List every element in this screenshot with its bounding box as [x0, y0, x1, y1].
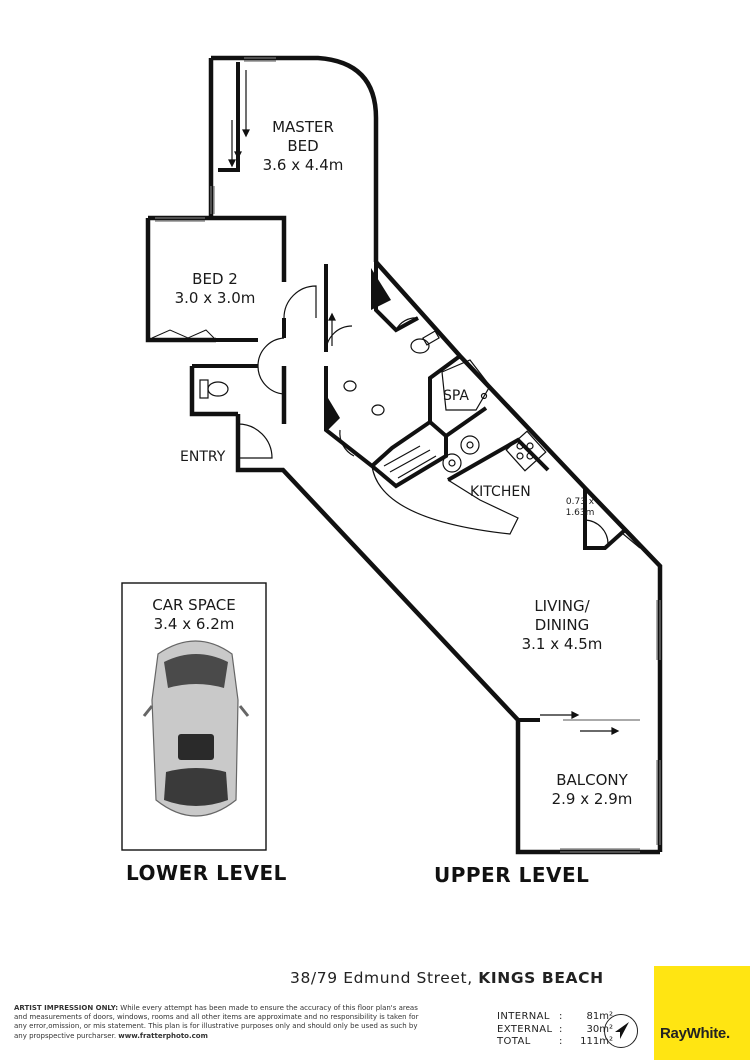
disclaimer: ARTIST IMPRESSION ONLY: While every atte… — [14, 1004, 429, 1041]
kitchen-label: KITCHEN — [470, 484, 531, 500]
sliding-arrows — [228, 70, 620, 735]
wardrobe-doors — [151, 329, 215, 339]
car-space-name: CAR SPACE — [152, 596, 236, 614]
area-value: 81m² — [586, 1011, 613, 1022]
kitchen-bench — [371, 465, 519, 535]
area-row-internal: INTERNAL: 81m² — [497, 1011, 613, 1022]
balcony-size: 2.9 x 2.9m — [551, 790, 633, 808]
north-arrow-icon — [604, 1014, 638, 1048]
area-row-total: TOTAL: 111m² — [497, 1036, 613, 1047]
bed-2-size: 3.0 x 3.0m — [174, 289, 256, 307]
bed-2-name: BED 2 — [192, 270, 238, 288]
disclaimer-heading: ARTIST IMPRESSION ONLY: — [14, 1004, 119, 1012]
living-dining-name-line2: DINING — [534, 616, 590, 634]
disclaimer-body: While every attempt has been made to ens… — [14, 1004, 419, 1040]
area-label: EXTERNAL — [497, 1023, 553, 1035]
car-space-label: CAR SPACE 3.4 x 6.2m — [122, 596, 266, 634]
master-bed-label: MASTER BED 3.6 x 4.4m — [256, 118, 350, 175]
wall-blocks — [328, 268, 391, 430]
area-summary: INTERNAL: 81m² EXTERNAL: 30m² TOTAL: 111… — [497, 1011, 613, 1049]
doors — [237, 285, 641, 549]
address-street: 38/79 Edmund Street, — [290, 969, 473, 987]
fixtures — [199, 330, 547, 479]
bed-2-label: BED 2 3.0 x 3.0m — [164, 270, 266, 308]
address-suburb: KINGS BEACH — [478, 969, 604, 987]
balcony-label: BALCONY 2.9 x 2.9m — [542, 771, 642, 809]
lower-level-title: LOWER LEVEL — [126, 861, 287, 885]
balcony-name: BALCONY — [556, 771, 628, 789]
pantry-size-line1: 0.73 x — [565, 497, 595, 507]
spa-label: SPA — [443, 388, 470, 404]
entry-label: ENTRY — [180, 449, 226, 465]
car-space-outline — [121, 582, 267, 851]
living-dining-label: LIVING/ DINING 3.1 x 4.5m — [510, 597, 614, 654]
brand-name: RayWhite. — [660, 1025, 730, 1042]
area-label: INTERNAL — [497, 1011, 550, 1022]
area-label: TOTAL — [497, 1036, 531, 1047]
upper-level-title: UPPER LEVEL — [434, 863, 590, 887]
pantry-size-label: 0.73 x 1.63m — [562, 497, 598, 519]
compass-arrow-icon — [615, 1022, 629, 1039]
car-space-size: 3.4 x 6.2m — [153, 615, 235, 633]
living-dining-size: 3.1 x 4.5m — [521, 635, 603, 653]
disclaimer-url: www.fratterphoto.com — [118, 1031, 208, 1040]
master-bed-size: 3.6 x 4.4m — [262, 156, 344, 174]
windows — [155, 57, 661, 853]
area-value: 30m² — [586, 1023, 613, 1035]
car-illustration — [142, 640, 250, 817]
ray-white-logo: RayWhite. — [654, 966, 750, 1060]
area-row-external: EXTERNAL: 30m² — [497, 1023, 613, 1035]
area-value: 111m² — [580, 1036, 613, 1047]
living-dining-name-line1: LIVING/ — [534, 597, 590, 615]
property-address: 38/79 Edmund Street, KINGS BEACH — [290, 969, 604, 987]
master-bed-name-line2: BED — [287, 137, 319, 155]
pantry-size-line2: 1.63m — [565, 508, 595, 518]
master-bed-name-line1: MASTER — [272, 118, 334, 136]
